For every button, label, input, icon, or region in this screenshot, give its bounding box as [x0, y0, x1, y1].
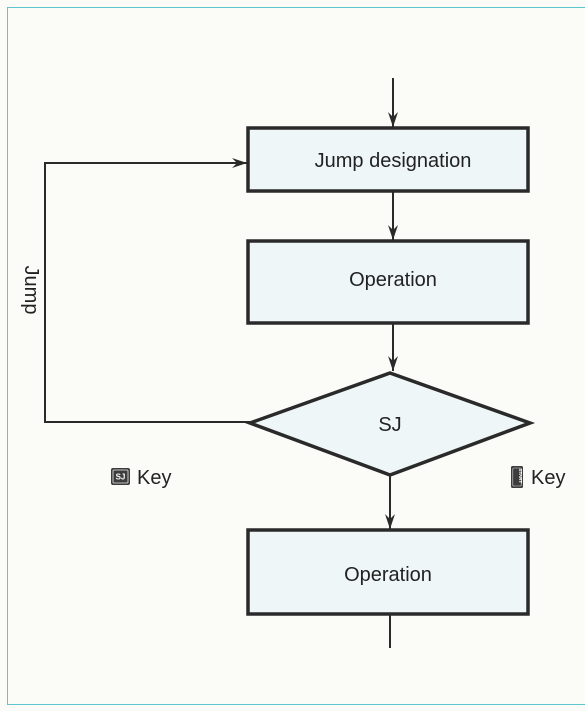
- jump-designation-label: Jump designation: [315, 150, 472, 172]
- sj-decision-label: SJ: [378, 414, 401, 436]
- jump-designation-box: [246, 126, 530, 193]
- jump-loop-line: [44, 162, 250, 423]
- operation-2-label: Operation: [344, 564, 432, 586]
- start-key-icon-text: START: [518, 469, 523, 484]
- arrow-to-operation-1-head: [388, 225, 398, 240]
- jump-loop-arrowhead: [232, 158, 247, 168]
- arrow-entry-head: [388, 112, 398, 127]
- arrow-to-operation-2-head: [385, 514, 395, 529]
- panel-border: [7, 7, 585, 705]
- start-key-icon: START: [511, 466, 523, 488]
- operation-box-2: [246, 528, 530, 616]
- arrow-to-decision-head: [388, 356, 398, 371]
- operation-1-label: Operation: [349, 269, 437, 291]
- sj-key-icon: SJ: [111, 468, 130, 485]
- operation-box-1: [246, 239, 530, 325]
- sj-key-icon-text: SJ: [116, 473, 126, 482]
- left-key-label: Key: [137, 467, 171, 489]
- right-key-label: Key: [531, 467, 565, 489]
- jump-loop-label: Jump: [20, 266, 42, 315]
